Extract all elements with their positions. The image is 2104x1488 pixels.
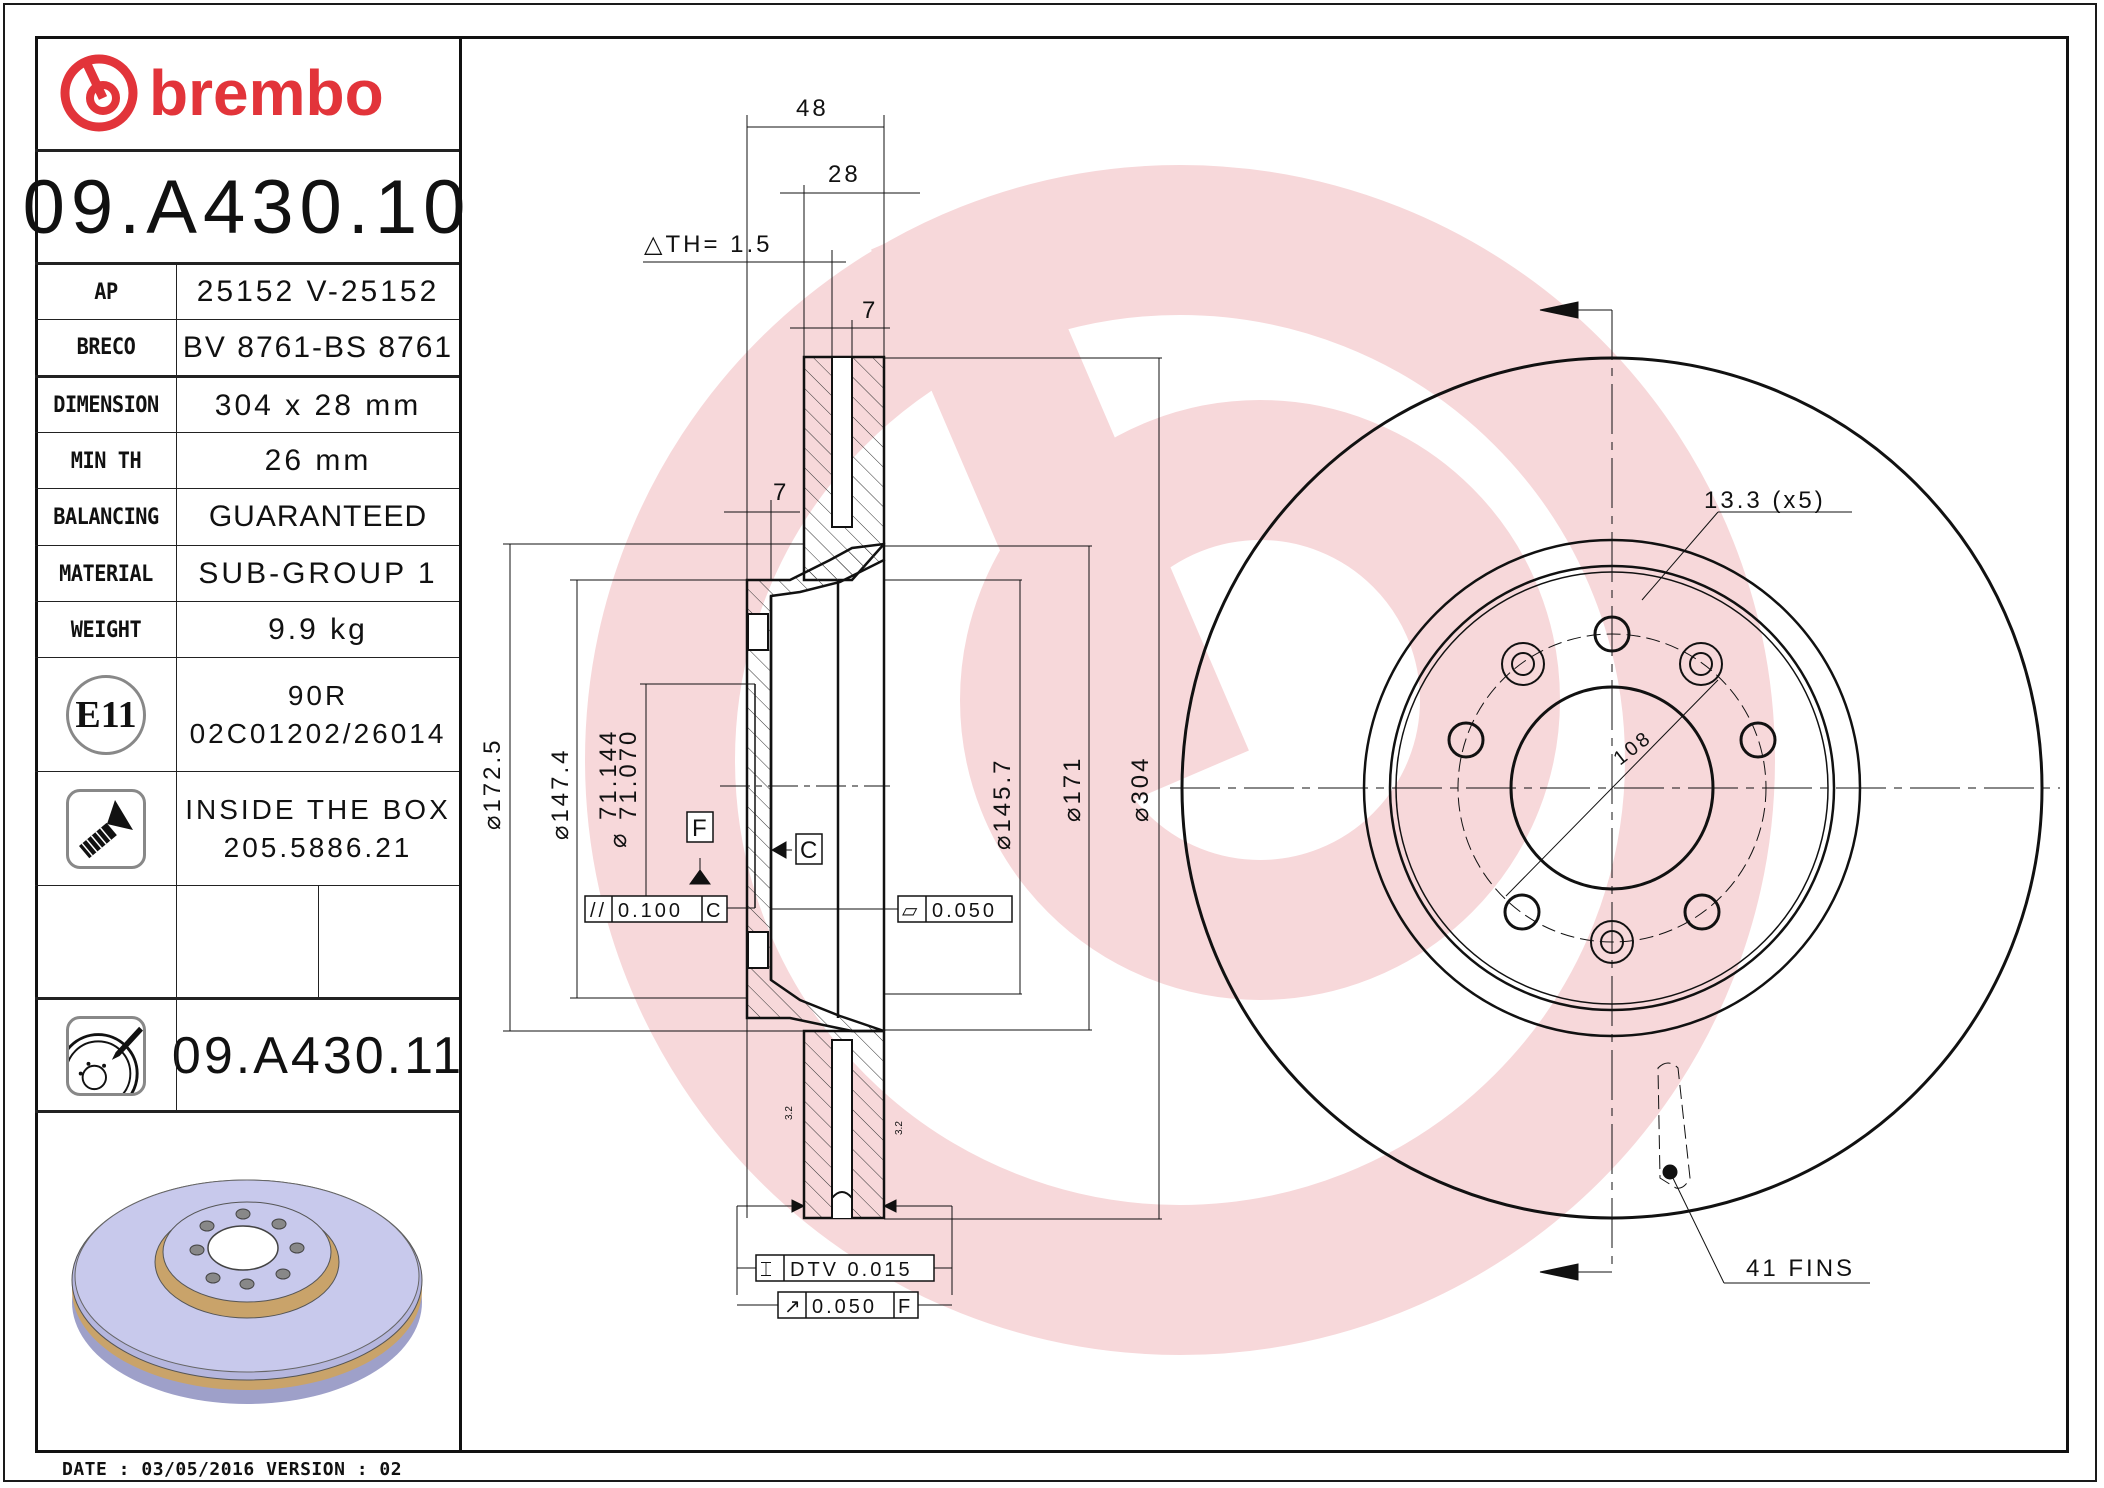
brake-disc-image — [71, 1179, 423, 1404]
dia-147-4: ⌀147.4 — [547, 747, 574, 840]
section-view — [503, 115, 1162, 1306]
svg-text:↗: ↗ — [784, 1296, 804, 1318]
svg-text:▱: ▱ — [902, 900, 920, 922]
dia-bore-symbol: ⌀ — [605, 831, 632, 848]
dim-48: 48 — [796, 95, 829, 122]
dtv-frame: ⌶ DTV 0.015 — [755, 1254, 935, 1282]
spec-value-ap: 25152 V-25152 — [196, 275, 440, 308]
spec-label-material: MATERIAL — [59, 561, 153, 587]
svg-text:brembo: brembo — [149, 57, 384, 129]
spec-label-min-th: MIN TH — [70, 448, 142, 474]
spec-value-balancing: GUARANTEED — [208, 500, 428, 533]
dia-304: ⌀304 — [1127, 756, 1154, 823]
spec-value-min-th: 26 mm — [264, 444, 372, 477]
screw-icon-cell — [35, 772, 177, 885]
brand-logo: brembo — [35, 36, 459, 149]
spec-value-dimension: 304 x 28 mm — [214, 388, 422, 422]
spec-label-weight: WEIGHT — [70, 617, 142, 643]
roughness-left: 3.2 — [784, 1106, 795, 1120]
screw-icon — [66, 788, 146, 869]
svg-text:C: C — [706, 900, 723, 922]
fins-note: 41 FINS — [1746, 1255, 1855, 1282]
bolt-hole-note: 13.3 (x5) — [1704, 487, 1826, 514]
screws-line-2: 205.5886.21 — [223, 831, 413, 863]
dia-172-5: ⌀172.5 — [479, 737, 506, 830]
svg-text:DTV 0.015: DTV 0.015 — [790, 1259, 913, 1281]
screws-line-1: INSIDE THE BOX — [185, 793, 451, 825]
title-block: brembo 09.A430.10 AP 25152 V-25152 BRECO… — [22, 36, 472, 1453]
empty-cell-3 — [318, 886, 459, 999]
datum-c: C — [800, 837, 820, 864]
dia-bore-min: 71.070 — [615, 729, 642, 820]
svg-text:0.050: 0.050 — [812, 1296, 877, 1318]
svg-text:F: F — [898, 1296, 913, 1318]
disc-3d-render — [35, 1113, 459, 1450]
front-view — [1170, 301, 2060, 1284]
part-number: 09.A430.10 — [22, 165, 472, 250]
approval-icon-cell: E11 — [35, 658, 177, 771]
approval-text: 90R 02C01202/26014 — [177, 658, 459, 771]
dim-7-hat: 7 — [773, 479, 789, 506]
empty-cell-2 — [177, 886, 318, 999]
disc-with-sensor-icon — [66, 1015, 146, 1096]
approval-line-1: 90R — [287, 679, 349, 711]
brembo-logo-icon: brembo — [60, 54, 384, 131]
roughness-right: 3.2 — [894, 1121, 905, 1135]
spec-value-material: SUB-GROUP 1 — [198, 557, 438, 590]
dia-bore-max: 71.144 — [595, 729, 622, 820]
spec-label-balancing: BALANCING — [53, 504, 159, 530]
svg-text://: // — [590, 900, 607, 922]
datum-f: F — [692, 815, 710, 842]
dimension-labels: 48 28 △TH= 1.5 7 7 ⌀172.5 ⌀147.4 71.144 … — [479, 95, 1855, 1319]
approval-line-2: 02C01202/26014 — [189, 717, 447, 749]
empty-cell-1 — [35, 886, 177, 999]
spec-value-breco: BV 8761-BS 8761 — [182, 330, 454, 364]
dim-7-top: 7 — [862, 297, 878, 324]
replacement-icon-cell — [35, 1000, 177, 1111]
spec-label-breco: BRECO — [76, 335, 136, 360]
footer-date-version: DATE : 03/05/2016 VERSION : 02 — [62, 1459, 403, 1480]
flatness-frame: ▱ 0.050 — [897, 895, 1013, 923]
watermark-logo — [585, 165, 1775, 1355]
delta-th: △TH= 1.5 — [644, 231, 773, 258]
e11-approval-icon: E11 — [66, 674, 146, 755]
svg-text:0.050: 0.050 — [932, 900, 997, 922]
drawing-border — [35, 36, 2069, 1453]
dim-28: 28 — [828, 161, 861, 188]
sheet-border — [3, 3, 2097, 1482]
dia-145-7: ⌀145.7 — [989, 757, 1016, 850]
spec-label-ap: AP — [94, 279, 118, 305]
svg-text:⌶: ⌶ — [760, 1259, 775, 1281]
replacement-part-number: 09.A430.11 — [171, 1026, 465, 1085]
dia-171: ⌀171 — [1059, 756, 1086, 823]
svg-text:0.100: 0.100 — [618, 900, 683, 922]
spec-value-weight: 9.9 kg — [268, 613, 368, 646]
spec-label-dimension: DIMENSION — [53, 393, 159, 418]
parallelism-frame: // 0.100 C — [584, 895, 728, 923]
runout-frame: ↗ 0.050 F — [777, 1291, 919, 1319]
screws-text: INSIDE THE BOX 205.5886.21 — [177, 772, 459, 885]
